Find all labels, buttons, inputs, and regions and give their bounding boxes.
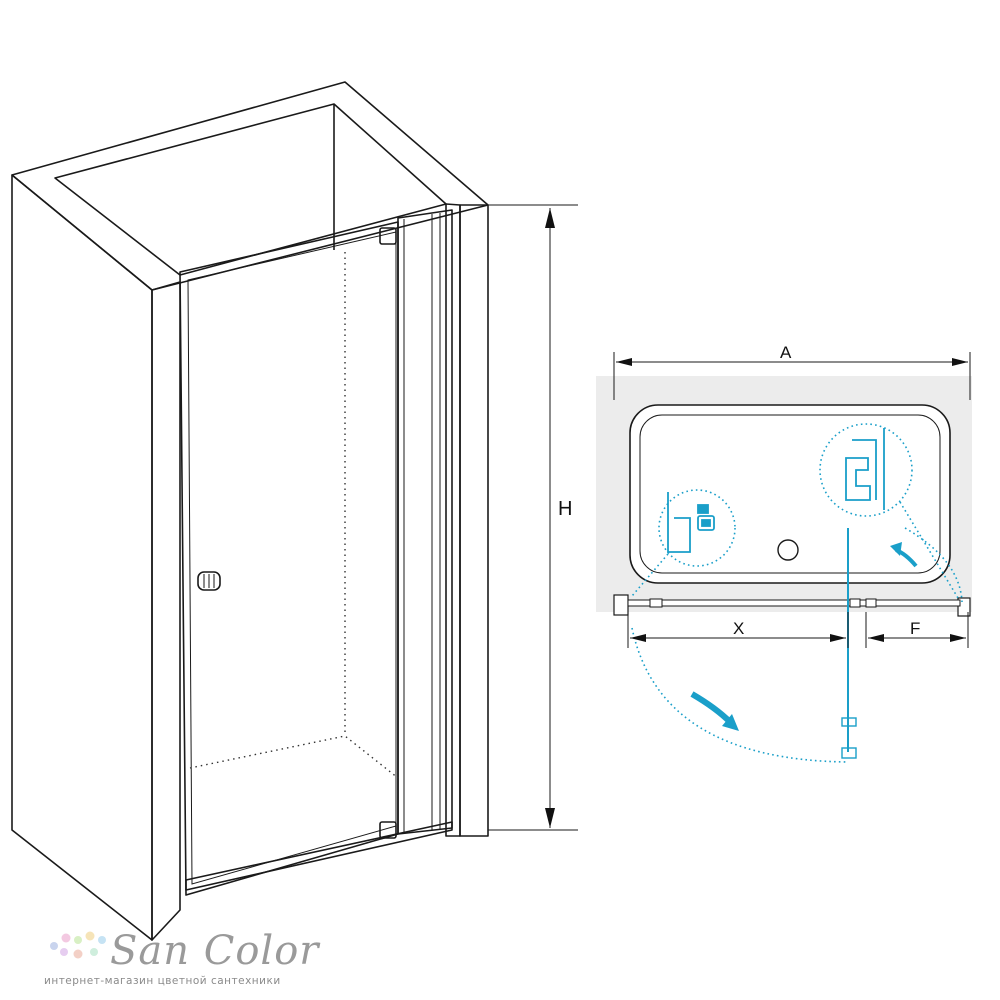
open-door-end xyxy=(841,747,857,759)
bottom-sill xyxy=(185,821,453,891)
height-dimension: H xyxy=(488,204,578,831)
brand-name: San Color xyxy=(110,928,320,974)
bottom-hinge xyxy=(379,821,397,839)
right-wall-front xyxy=(459,204,489,837)
dimension-x-label: X xyxy=(733,619,744,638)
hinge-profile xyxy=(397,209,453,835)
enclosure-perspective-view xyxy=(11,81,489,941)
left-wall-profile xyxy=(613,594,629,616)
profile-detail-icon xyxy=(667,492,715,553)
door-frame-inner xyxy=(187,231,397,885)
threshold-glass xyxy=(627,599,961,607)
top-hinge xyxy=(379,227,397,245)
interior-floor-dotted xyxy=(189,735,399,779)
height-label: H xyxy=(558,498,572,520)
hinge-detail-icon xyxy=(845,428,885,510)
left-wall-top xyxy=(11,81,489,291)
swing-arrow-icon xyxy=(690,691,733,725)
left-wall-edge xyxy=(151,281,181,941)
ceiling-opening xyxy=(54,103,447,276)
right-wall-side xyxy=(445,203,461,837)
dimension-a-label: A xyxy=(780,343,792,362)
door-swing-arc xyxy=(631,627,849,763)
shower-tray-inner xyxy=(639,414,941,574)
top-view-plan: A X F xyxy=(596,343,972,763)
drain-icon xyxy=(777,539,799,561)
shower-tray xyxy=(629,404,951,584)
detail-callout-left xyxy=(658,489,736,567)
brand-tagline: интернет-магазин цветной сантехники xyxy=(44,975,281,987)
detail-callout-right xyxy=(819,423,913,517)
dimension-x: X xyxy=(627,612,849,648)
brand-logo-icon xyxy=(50,931,106,959)
open-door-handle xyxy=(841,717,857,727)
dimension-f-label: F xyxy=(910,619,920,638)
left-wall-front-face xyxy=(11,174,153,941)
right-wall-profile xyxy=(957,597,971,617)
dimension-a: A xyxy=(613,343,971,400)
dimension-f: F xyxy=(865,612,969,648)
door-glass-panel xyxy=(179,221,399,896)
door-handle-icon xyxy=(197,571,221,591)
